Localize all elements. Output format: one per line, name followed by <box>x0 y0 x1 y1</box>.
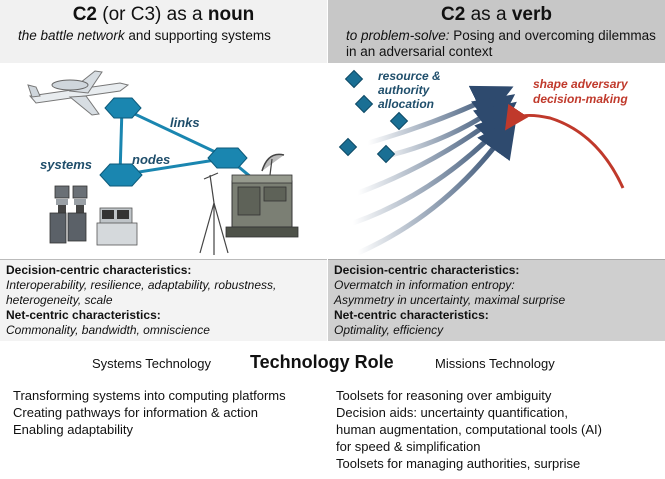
missions-technology-list: Toolsets for reasoning over ambiguity De… <box>336 387 661 472</box>
systems-label: systems <box>40 157 93 172</box>
shape-adversary-label: shape adversary decision-making <box>533 77 628 106</box>
node-hexagon <box>99 163 143 187</box>
systems-technology-label: Systems Technology <box>92 356 211 371</box>
diamond-icon <box>354 94 374 114</box>
network-nodes <box>99 97 248 187</box>
list-item: for speed & simplification <box>336 439 481 454</box>
list-item: Toolsets for managing authorities, surpr… <box>336 456 581 471</box>
diamond-icon <box>338 137 358 157</box>
missions-technology-label: Missions Technology <box>435 356 555 371</box>
list-item: Creating pathways for information & acti… <box>13 405 258 420</box>
resource-allocation-label: resource & authority allocation <box>378 69 441 111</box>
mobile-shelter-icon <box>225 153 299 238</box>
arrow <box>375 94 516 161</box>
console-workstations-icon <box>49 185 138 246</box>
diamond-icon <box>376 144 396 164</box>
arrow <box>355 116 517 256</box>
noun-panel-header: C2 (or C3) as a noun the battle network … <box>0 0 327 63</box>
technology-role-row: Systems Technology Technology Role Missi… <box>0 352 665 376</box>
noun-title: C2 (or C3) as a noun <box>72 4 255 25</box>
awacs-airplane-icon <box>27 70 130 116</box>
battle-network-illustration: links systems nodes <box>0 63 328 259</box>
systems-technology-list: Transforming systems into computing plat… <box>13 387 323 438</box>
decision-arrows-illustration: resource & authority allocation shape ad… <box>328 63 665 259</box>
list-item: Enabling adaptability <box>13 422 133 437</box>
list-item: human augmentation, computational tools … <box>336 422 602 437</box>
noun-subtitle: the battle network and supporting system… <box>18 28 271 43</box>
link-line <box>121 106 229 160</box>
verb-panel-header: C2 as a verb to problem-solve: Posing an… <box>328 0 665 63</box>
diamond-icon <box>389 111 409 131</box>
node-hexagon <box>104 97 142 119</box>
technology-role-title: Technology Role <box>250 352 394 372</box>
tripod-antenna-icon <box>199 172 229 255</box>
list-item: Transforming systems into computing plat… <box>13 388 286 403</box>
nodes-label: nodes <box>132 152 171 167</box>
arrows-diagram <box>338 69 625 256</box>
list-item: Decision aids: uncertainty quantificatio… <box>336 405 568 420</box>
verb-characteristics: Decision-centric characteristics: Overma… <box>328 259 665 341</box>
noun-characteristics: Decision-centric characteristics: Intero… <box>0 259 327 341</box>
diamond-icon <box>344 69 364 89</box>
verb-subtitle: to problem-solve: Posing and overcoming … <box>346 28 656 59</box>
node-hexagon <box>207 147 248 169</box>
network-diagram <box>27 70 299 255</box>
links-label: links <box>170 115 200 130</box>
resource-diamonds <box>338 69 409 164</box>
verb-title: C2 as a verb <box>441 4 552 25</box>
list-item: Toolsets for reasoning over ambiguity <box>336 388 552 403</box>
red-arrow <box>504 103 625 189</box>
blue-arrows <box>350 85 517 256</box>
